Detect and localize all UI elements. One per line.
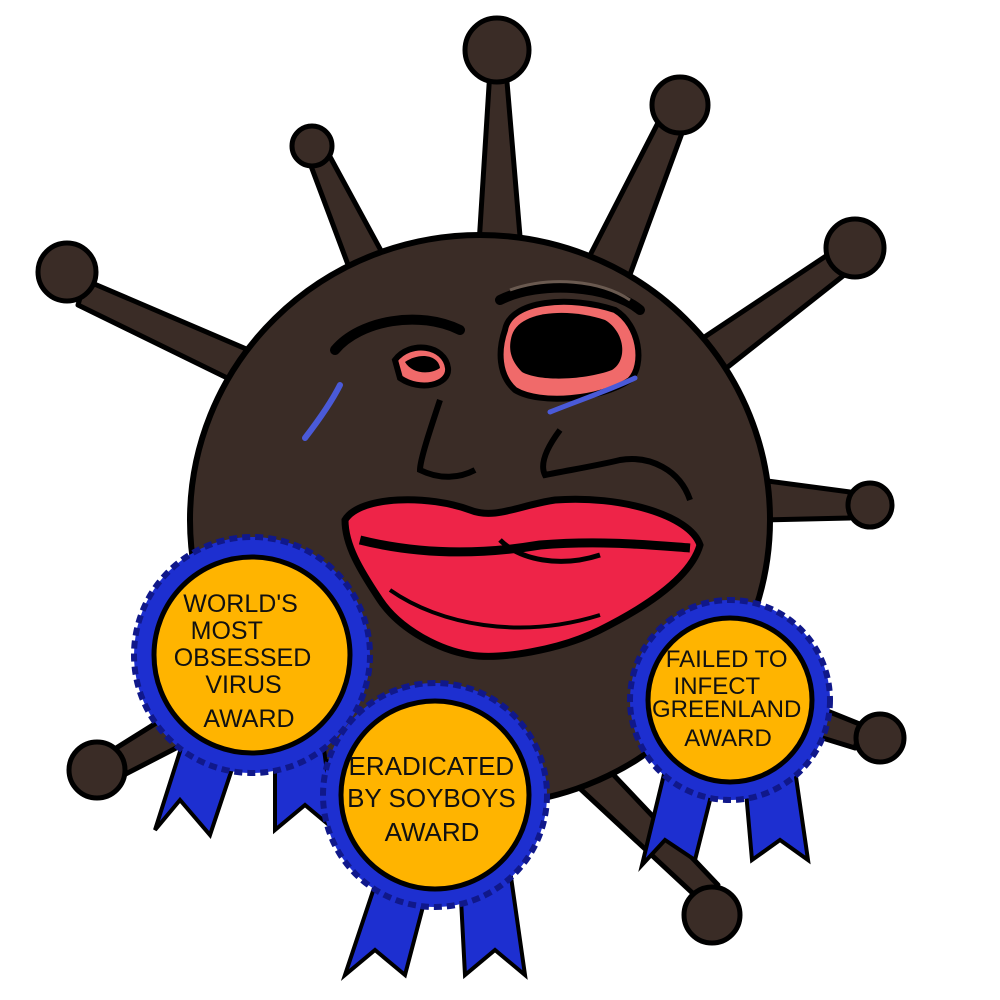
- spike-left: [35, 240, 275, 398]
- award-1-line-1: WORLD'S: [183, 590, 298, 618]
- award-2-line-3: AWARD: [385, 817, 480, 847]
- award-3-line-1: FAILED TO: [666, 646, 788, 673]
- left-cheek-line: [416, 399, 477, 480]
- award-3-badge: [645, 615, 815, 785]
- right-cheek-line: [540, 428, 693, 502]
- right-eye: [497, 298, 642, 402]
- spike-top-left: [289, 123, 388, 273]
- spike-top: [462, 15, 532, 263]
- award-1-line-2: MOST: [191, 617, 263, 645]
- spike-top-right: [582, 74, 711, 283]
- award-1-badge: [151, 554, 353, 756]
- lips: [341, 495, 704, 660]
- right-tear: [547, 375, 638, 415]
- award-2-line-1: ERADICATED: [349, 751, 515, 781]
- award-1-text: WORLD'S MOST OBSESSED VIRUS AWARD: [174, 590, 319, 733]
- spike-far-right: [757, 477, 895, 530]
- left-tear: [302, 382, 343, 441]
- award-3-text: FAILED TO INFECT GREENLAND AWARD: [652, 646, 808, 752]
- spike-right: [682, 216, 887, 388]
- award-2-badge: [338, 698, 532, 892]
- award-2-line-2: BY SOYBOYS: [347, 783, 516, 813]
- left-eye: [391, 344, 451, 389]
- award-3-line-2: INFECT: [674, 673, 761, 700]
- award-1-line-4: VIRUS: [205, 671, 281, 699]
- award-1-line-3: OBSESSED: [174, 644, 312, 672]
- virus-face: [302, 280, 704, 660]
- award-3-line-3: GREENLAND: [652, 696, 801, 723]
- award-medal-3: FAILED TO INFECT GREENLAND AWARD: [627, 597, 833, 873]
- award-1-line-5: AWARD: [203, 705, 294, 733]
- right-eyebrow: [495, 282, 645, 315]
- award-medal-1: WORLD'S MOST OBSESSED VIRUS AWARD: [131, 534, 373, 839]
- left-eyebrow: [330, 314, 465, 355]
- award-3-line-4: AWARD: [684, 725, 772, 752]
- award-2-text: ERADICATED BY SOYBOYS AWARD: [347, 751, 523, 847]
- award-medal-2: ERADICATED BY SOYBOYS AWARD: [320, 680, 550, 982]
